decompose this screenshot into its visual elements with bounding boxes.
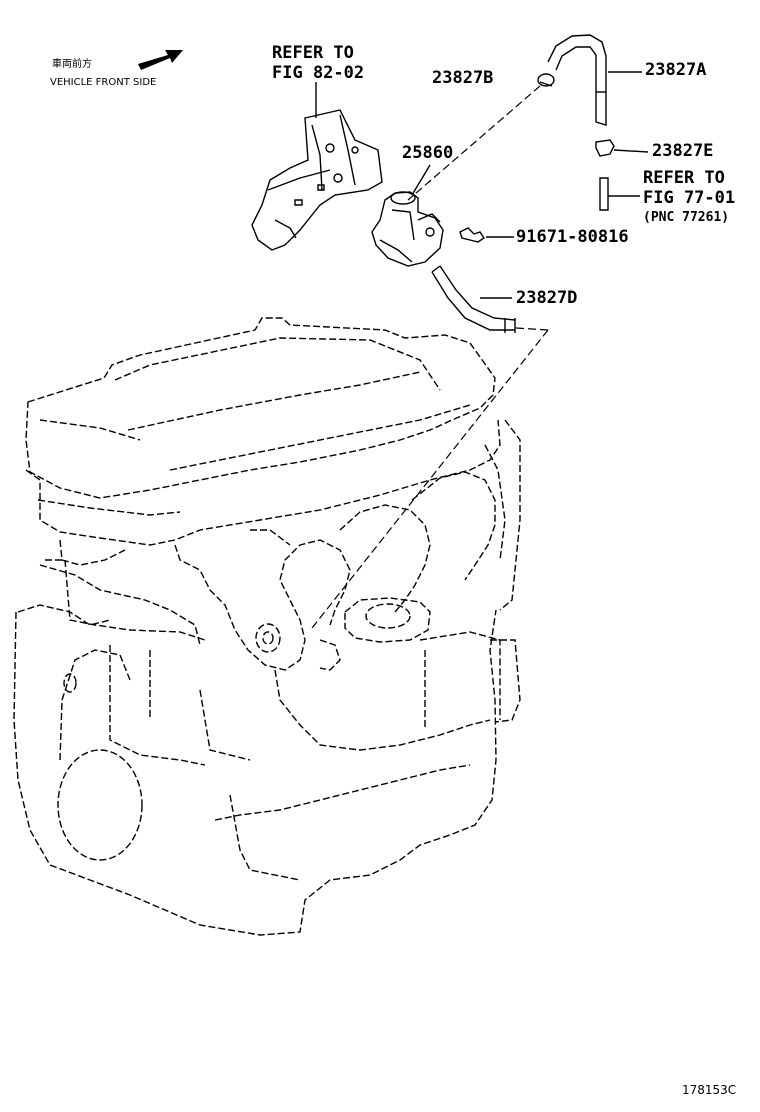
pipe-fig-77-01 [600,178,640,210]
assembly-dashed-leaders [312,86,548,628]
clamp-23827b [538,74,554,86]
engine-bracket [252,110,382,250]
orientation-jp-label: 車両前方 [52,59,92,70]
part-number-91671: 91671-80816 [516,227,629,247]
hose-23827d [432,266,515,333]
vsv-valve [372,192,443,266]
refer-fig-77-line1: REFER TO [643,168,725,188]
refer-fig-82-line1: REFER TO [272,43,354,63]
part-number-25860: 25860 [402,143,454,163]
refer-fig-82-line2: FIG 82-02 [272,63,365,83]
refer-fig-77-line2: FIG 77-01 [643,188,736,208]
vehicle-front-arrow-icon [138,50,183,70]
engine-block [14,318,520,935]
figure-id-label: 178153C [682,1083,737,1097]
part-number-23827b: 23827B [432,68,494,88]
part-number-23827a: 23827A [645,60,707,80]
vsv-leader [412,165,430,195]
part-number-23827e: 23827E [652,141,714,161]
bolt-91671 [460,228,514,242]
orientation-en-label: VEHICLE FRONT SIDE [50,77,157,88]
cap-23827e [596,140,648,156]
refer-fig-77-pnc: (PNC 77261) [643,210,730,225]
part-number-23827d: 23827D [516,288,578,308]
hose-23827a [548,35,606,125]
